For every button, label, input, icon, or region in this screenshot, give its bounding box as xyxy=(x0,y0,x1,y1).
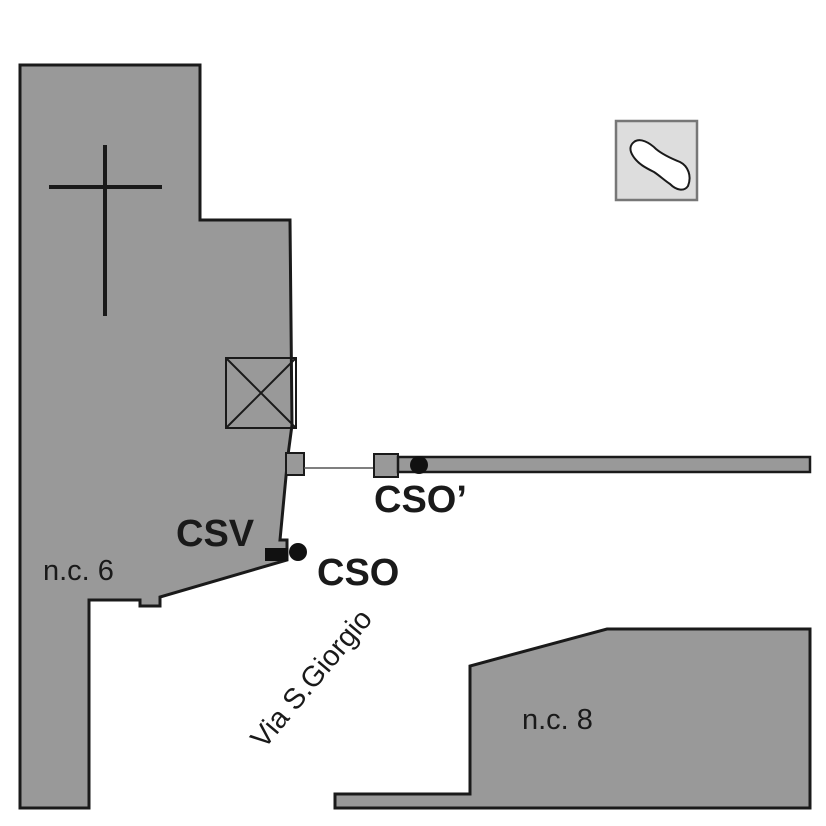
label-cso: CSO xyxy=(317,552,399,594)
boundary-wall xyxy=(396,455,812,474)
gate-post xyxy=(373,453,399,478)
cross-icon xyxy=(49,145,162,316)
label-building-nc6: n.c. 6 xyxy=(43,555,114,587)
crossed-square-icon xyxy=(225,357,297,429)
cso-prime-marker xyxy=(410,456,428,474)
label-cso-prime: CSO’ xyxy=(374,479,467,521)
csv-sensor xyxy=(265,548,288,561)
label-building-nc8: n.c. 8 xyxy=(522,704,593,736)
statue-icon xyxy=(614,119,699,202)
cso-marker xyxy=(289,543,307,561)
building-nc8 xyxy=(333,627,812,810)
label-street: Via S.Giorgio xyxy=(245,603,379,754)
facade-pier xyxy=(285,452,305,476)
label-csv: CSV xyxy=(176,513,255,555)
building-nc6 xyxy=(18,63,294,810)
